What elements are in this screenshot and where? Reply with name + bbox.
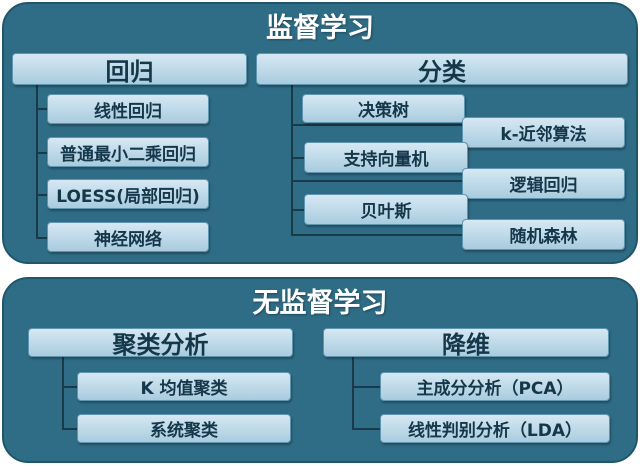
classification-branch-line	[291, 234, 463, 236]
regression-category: 回归	[12, 53, 247, 86]
classification-trunk-line	[291, 84, 293, 235]
clustering-item-kmeans: K 均值聚类	[77, 372, 291, 401]
classification-item-logistic: 逻辑回归	[462, 168, 625, 199]
classification-item-bayes: 贝叶斯	[304, 194, 468, 225]
regression-item-loess: LOESS(局部回归)	[47, 179, 209, 209]
classification-branch-line	[291, 124, 463, 126]
clustering-category: 聚类分析	[28, 328, 293, 359]
reduction-branch-line	[352, 386, 382, 388]
clustering-branch-line	[62, 386, 78, 388]
regression-branch-line	[36, 237, 48, 239]
regression-item-ols: 普通最小二乘回归	[47, 137, 209, 167]
classification-branch-line	[291, 157, 305, 159]
regression-item-linear: 线性回归	[47, 94, 209, 124]
classification-category: 分类	[256, 53, 628, 86]
reduction-branch-line	[352, 428, 382, 430]
regression-trunk-line	[36, 84, 38, 238]
reduction-item-pca: 主成分分析（PCA）	[380, 372, 610, 401]
classification-branch-line	[291, 180, 463, 182]
classification-item-knn: k-近邻算法	[462, 117, 625, 148]
supervised-title: 监督学习	[266, 13, 374, 44]
reduction-trunk-line	[352, 356, 354, 430]
unsupervised-title: 无监督学习	[252, 288, 388, 319]
regression-branch-line	[36, 194, 48, 196]
clustering-branch-line	[62, 428, 78, 430]
clustering-trunk-line	[62, 356, 64, 430]
clustering-item-hierarchical: 系统聚类	[77, 414, 291, 443]
classification-item-decision-tree: 决策树	[302, 94, 465, 123]
classification-branch-line	[291, 209, 305, 211]
regression-item-neural-network: 神经网络	[47, 222, 209, 252]
classification-item-svm: 支持向量机	[304, 142, 468, 173]
reduction-item-lda: 线性判别分析（LDA）	[380, 414, 610, 443]
regression-branch-line	[36, 108, 48, 110]
regression-branch-line	[36, 152, 48, 154]
reduction-category: 降维	[323, 328, 609, 359]
classification-item-random-forest: 随机森林	[462, 219, 625, 250]
